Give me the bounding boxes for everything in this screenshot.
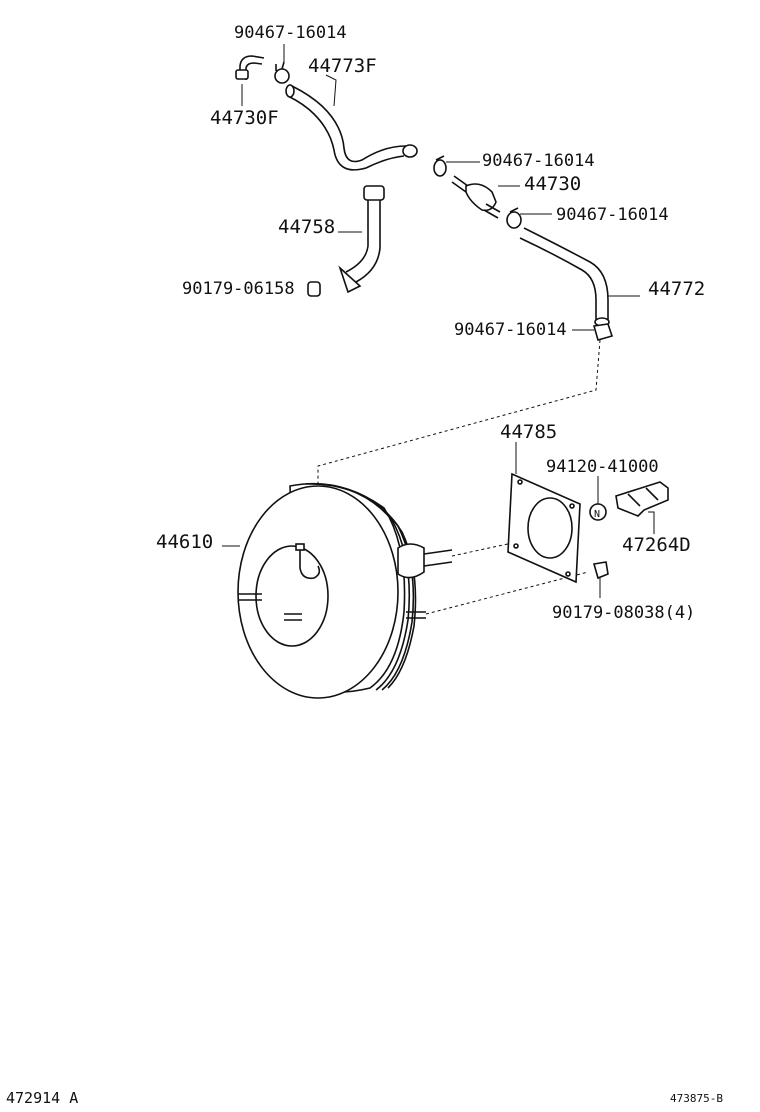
label-clip-lower: 90467-16014 — [454, 320, 567, 340]
tube-44758-drawing — [338, 185, 385, 294]
label-tube-44758: 44758 — [278, 216, 335, 238]
grommet-90179-06158-drawing — [307, 281, 321, 297]
label-clip-mid-right: 90467-16014 — [556, 205, 669, 225]
label-clip-top: 90467-16014 — [234, 23, 347, 43]
label-hose-44730f: 44730F — [210, 107, 279, 129]
label-bracket-47264d: 47264D — [622, 534, 691, 556]
label-nut-94120: 94120-41000 — [546, 457, 659, 477]
label-clip-upper-right: 90467-16014 — [482, 151, 595, 171]
clip-mid-right-drawing — [506, 207, 522, 229]
label-grommet-90179-06158: 90179-06158 — [182, 279, 295, 299]
booster-44610-drawing — [237, 482, 453, 699]
footer-right-code: 473875-B — [670, 1092, 723, 1105]
hose-44773f-drawing — [235, 55, 418, 171]
valve-44730-drawing — [451, 175, 501, 219]
bracket-47264d-drawing — [615, 481, 669, 517]
label-hose-44772: 44772 — [648, 278, 705, 300]
label-valve-44730: 44730 — [524, 173, 581, 195]
nut-94120-drawing: N — [589, 503, 607, 521]
footer-left-code: 472914 A — [6, 1089, 78, 1107]
clip-top-drawing — [274, 61, 290, 84]
clip-lower-drawing — [592, 323, 614, 341]
label-hose-44773f: 44773F — [308, 55, 377, 77]
nut-90179-08038-drawing — [592, 561, 609, 580]
label-nut-90179-08038: 90179-08038(4) — [552, 603, 695, 623]
nut-symbol: N — [594, 509, 600, 520]
hose-44772-drawing — [519, 227, 610, 327]
clip-upper-right-drawing — [433, 155, 447, 177]
label-booster-44610: 44610 — [156, 531, 213, 553]
gasket-44785-drawing — [507, 472, 581, 584]
label-gasket-44785: 44785 — [500, 421, 557, 443]
